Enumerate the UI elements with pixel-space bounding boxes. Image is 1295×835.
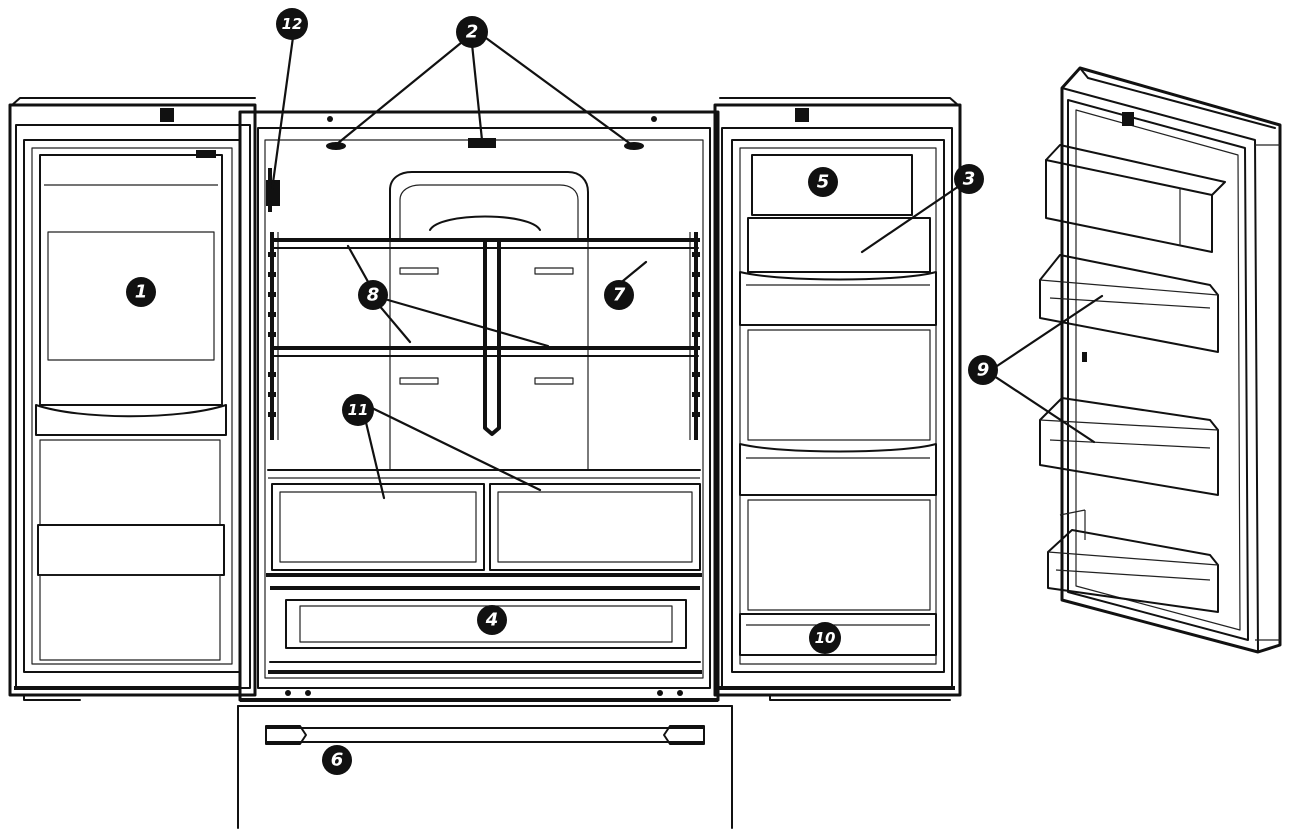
left-door xyxy=(8,97,257,701)
callout-7: 7 xyxy=(604,280,634,310)
callout-8: 8 xyxy=(358,280,388,310)
svg-text:3: 3 xyxy=(963,169,976,190)
svg-text:12: 12 xyxy=(282,15,303,33)
svg-text:6: 6 xyxy=(331,750,344,771)
callout-11: 11 xyxy=(342,394,374,426)
callout-3: 3 xyxy=(954,164,984,194)
svg-text:2: 2 xyxy=(466,22,479,43)
callout-12: 12 xyxy=(276,8,308,40)
freezer-drawer xyxy=(237,690,733,829)
svg-text:10: 10 xyxy=(815,629,836,647)
leader-lines xyxy=(270,28,1104,500)
callout-6: 6 xyxy=(322,745,352,775)
svg-text:1: 1 xyxy=(135,282,148,303)
callout-9: 9 xyxy=(968,355,998,385)
callout-10: 10 xyxy=(809,622,841,654)
svg-text:7: 7 xyxy=(613,285,626,306)
svg-text:9: 9 xyxy=(977,360,990,381)
svg-text:11: 11 xyxy=(348,401,369,419)
callout-1: 1 xyxy=(126,277,156,307)
svg-text:8: 8 xyxy=(367,285,380,306)
svg-text:4: 4 xyxy=(485,610,499,631)
open-door-view xyxy=(1039,66,1282,654)
right-door xyxy=(713,97,962,701)
callout-5: 5 xyxy=(808,167,838,197)
callout-2: 2 xyxy=(456,16,488,48)
svg-text:5: 5 xyxy=(817,172,830,193)
fresh-food-cabinet xyxy=(238,110,720,702)
callout-4: 4 xyxy=(477,605,507,635)
